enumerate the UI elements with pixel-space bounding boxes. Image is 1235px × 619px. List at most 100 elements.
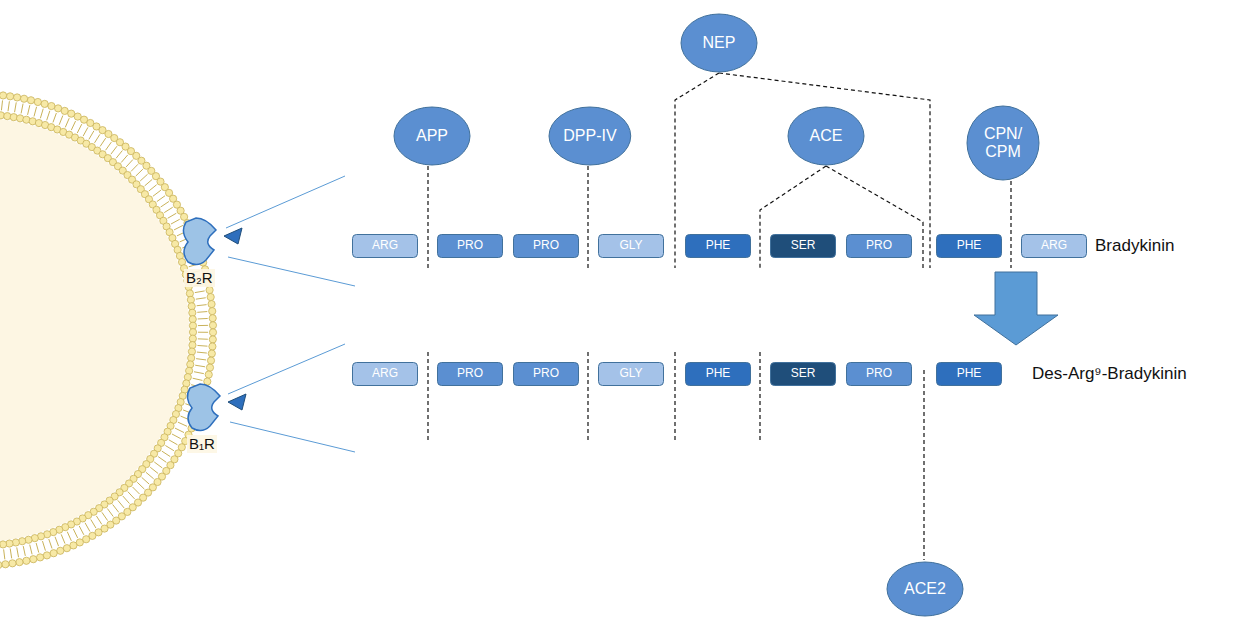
lipid-tail: [149, 185, 157, 191]
amino-acid-name: PRO: [533, 239, 559, 253]
lipid-tail: [198, 338, 208, 339]
lipid-tail: [136, 169, 143, 176]
enzyme-name: ACE2: [904, 580, 946, 598]
lipid-tail: [91, 519, 96, 528]
lipid-tail: [133, 487, 140, 494]
lipid-tail: [175, 428, 184, 432]
lipid-tail: [4, 549, 5, 559]
lipid-tail: [23, 546, 25, 556]
receptors: [183, 176, 355, 452]
amino-acid-shape: [599, 235, 664, 258]
cleavage-line: [427, 352, 428, 440]
enzyme-ellipse: ACE2: [886, 561, 964, 617]
amino-acid-shape: [514, 363, 579, 386]
lipid-head: [209, 336, 216, 343]
lipid-head: [0, 561, 2, 568]
lipid-head: [206, 286, 213, 293]
lipid-head: [209, 308, 216, 315]
lipid-head: [207, 293, 214, 300]
lipid-tail: [146, 472, 154, 478]
lipid-tail: [21, 104, 23, 114]
peptide-name: Des-Arg⁹-Bradykinin: [1030, 364, 1189, 384]
lipid-head: [16, 559, 23, 566]
lipid-tail: [10, 548, 12, 558]
b2-receptor: [183, 218, 216, 265]
amino-acid-name: PHE: [706, 367, 731, 381]
lipid-head: [207, 357, 214, 364]
lipid-tail: [40, 109, 43, 119]
lipid-tail: [8, 101, 9, 111]
lipid-tail: [193, 378, 203, 380]
lipid-tail: [198, 332, 208, 333]
lipid-tail: [174, 225, 183, 230]
cleavage-line: [759, 352, 760, 440]
peptide-name: Bradykinin: [1093, 236, 1176, 256]
lipid-tail: [197, 311, 207, 313]
amino-acid-shape: [353, 363, 418, 386]
amino-acid-name: ARG: [372, 367, 398, 381]
lipid-head: [209, 315, 216, 322]
lipid-head: [61, 107, 68, 114]
enzyme-shape: [681, 14, 757, 72]
lipid-head: [9, 560, 16, 567]
lipid-tail: [118, 500, 124, 508]
lipid-tail: [128, 492, 135, 499]
lipid-tail: [47, 111, 50, 120]
lipid-head: [30, 556, 37, 563]
cleavage-line: [674, 352, 675, 440]
receptor-name: B₁R: [187, 435, 217, 453]
amino-acid-name: PHE: [957, 239, 982, 253]
lipid-tail: [53, 113, 56, 122]
lipid-head: [20, 95, 27, 102]
cytoplasm: [0, 118, 189, 542]
enzyme-name: CPN/ CPM: [981, 125, 1025, 162]
amino-acid-box: SER: [770, 234, 836, 258]
amino-acid-name: GLY: [619, 367, 642, 381]
enzyme-shape: [887, 562, 963, 616]
lipid-tail: [131, 164, 138, 171]
amino-acid-shape: [847, 363, 912, 386]
lipid-tail: [197, 345, 207, 347]
leader-line: [226, 176, 345, 228]
lipid-tail: [196, 359, 206, 360]
lipid-head: [0, 92, 7, 99]
lipid-tail: [106, 142, 112, 150]
lipid-tail: [79, 526, 84, 535]
amino-acid-shape: [514, 235, 579, 258]
amino-acid-name: SER: [791, 367, 816, 381]
cleavage-line: [1010, 181, 1011, 268]
enzyme-ellipse: NEP: [680, 13, 758, 73]
amino-acid-shape: [937, 363, 1002, 386]
amino-acid-shape: [353, 235, 418, 258]
enzyme-name: ACE: [810, 127, 843, 145]
cleavage-line: [826, 166, 923, 268]
lipid-tail: [140, 174, 147, 181]
lipid-head: [186, 290, 193, 297]
leader-line: [228, 257, 355, 286]
amino-acid-box: PRO: [513, 362, 579, 386]
lipid-tail: [198, 318, 208, 319]
lipid-tail: [65, 118, 69, 127]
lipid-tail: [153, 190, 161, 196]
amino-acid-name: PRO: [533, 367, 559, 381]
amino-acid-name: PHE: [706, 239, 731, 253]
amino-acid-name: GLY: [619, 239, 642, 253]
leader-line: [228, 344, 345, 394]
lipid-tail: [165, 446, 174, 451]
lipid-tail: [157, 196, 165, 202]
lipid-head: [4, 113, 11, 120]
amino-acid-shape: [599, 363, 664, 386]
lipid-head: [10, 114, 17, 121]
lipid-tail: [158, 457, 166, 463]
lipid-tail: [195, 365, 205, 367]
amino-acid-box: PRO: [846, 234, 912, 258]
amino-acid-box: ARG: [352, 234, 418, 258]
lipid-tail: [164, 207, 172, 212]
lipid-tail: [197, 352, 207, 354]
lipid-tail: [30, 545, 32, 555]
lipid-tail: [77, 124, 82, 133]
conversion-arrow: [974, 272, 1058, 345]
lipid-head: [0, 542, 1, 549]
lipid-tail: [111, 146, 117, 154]
